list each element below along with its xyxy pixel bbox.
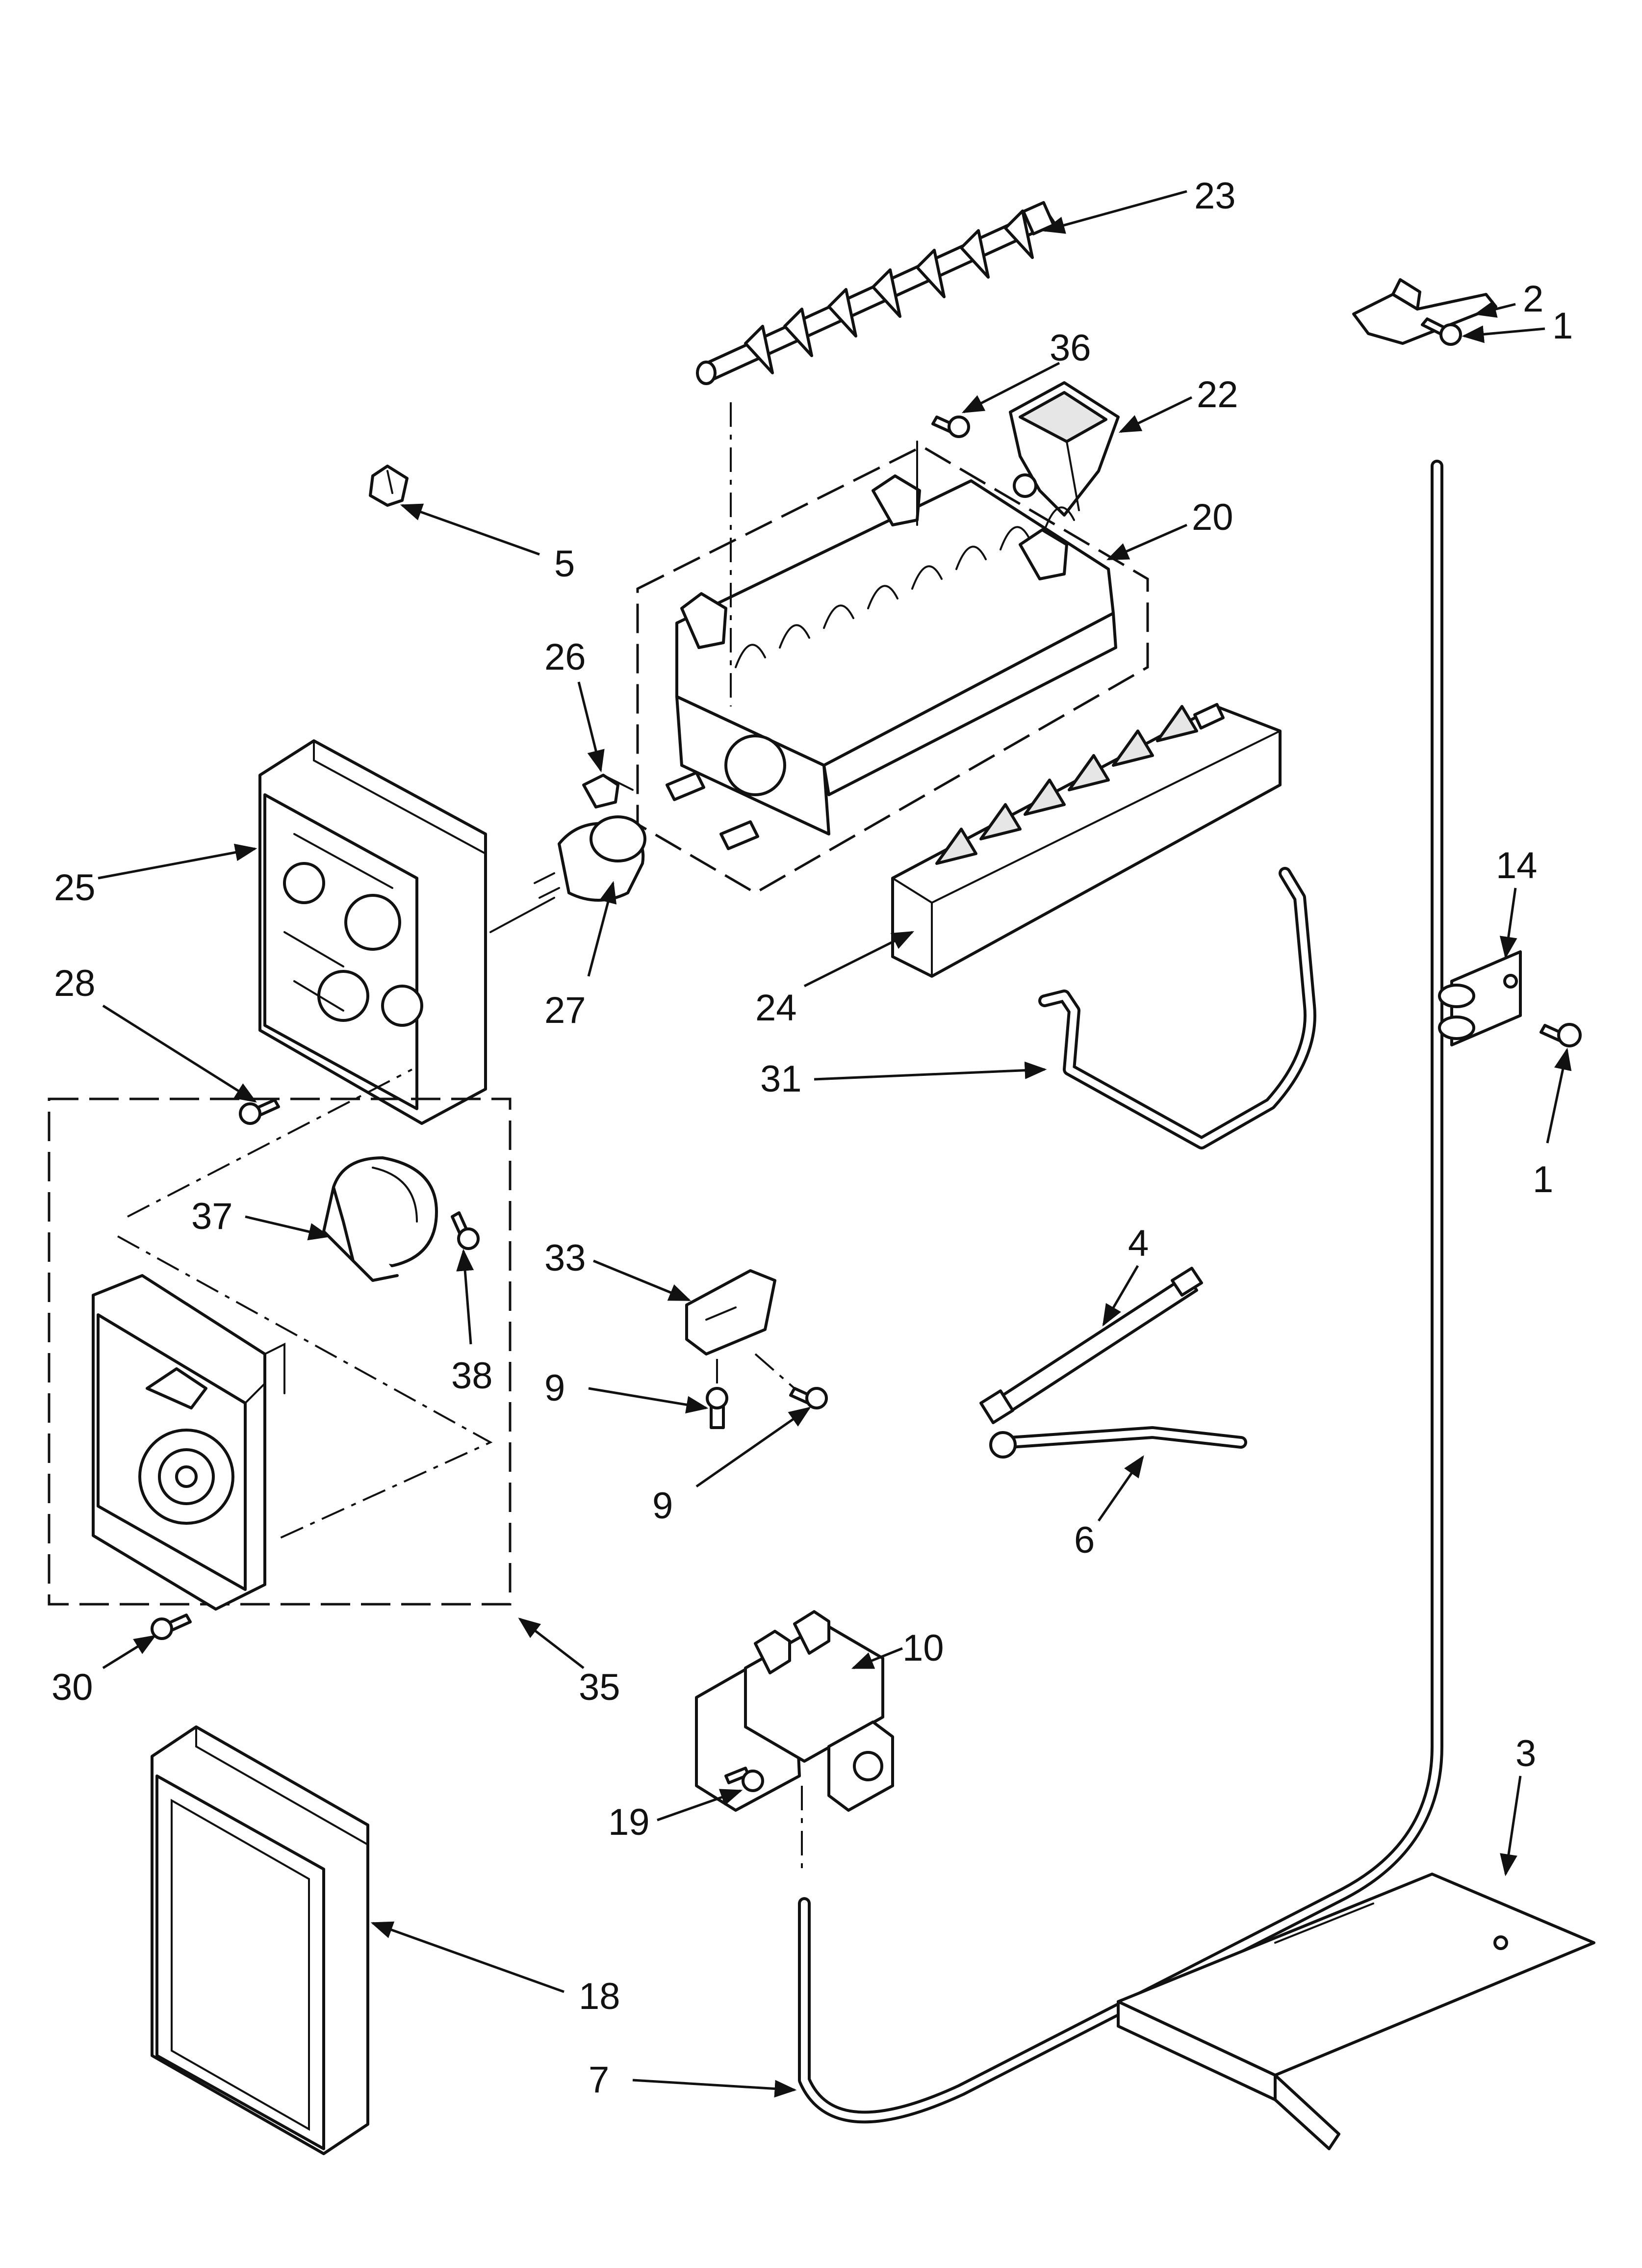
part-26-plug <box>582 774 634 808</box>
part-4-fill-tube <box>979 1267 1203 1424</box>
callout-1-top: 1 <box>1552 305 1573 347</box>
part-9-screw-right <box>789 1387 828 1409</box>
part-9-screw-left <box>706 1387 728 1429</box>
part-2-bracket <box>1352 278 1497 345</box>
callout-3: 3 <box>1515 1733 1536 1774</box>
connector-line <box>489 897 555 933</box>
part-37-motor <box>322 1156 438 1282</box>
part-27-thermostat <box>534 815 646 902</box>
callout-28: 28 <box>54 963 96 1004</box>
part-19-screw <box>724 1767 764 1792</box>
part-20-ice-mold <box>636 445 1149 894</box>
callout-22: 22 <box>1197 374 1238 416</box>
callout-4: 4 <box>1128 1223 1149 1264</box>
callout-20: 20 <box>1192 496 1233 538</box>
part-24-stripper <box>891 703 1282 978</box>
part-35-drive-module <box>48 1069 512 1611</box>
callout-37: 37 <box>191 1196 233 1237</box>
callout-6: 6 <box>1074 1519 1095 1561</box>
part-5-clip <box>369 465 409 507</box>
callout-14: 14 <box>1496 845 1538 886</box>
callout-9-left: 9 <box>544 1367 565 1409</box>
part-14-clamp <box>1438 950 1522 1046</box>
callout-33: 33 <box>544 1237 586 1279</box>
callout-7: 7 <box>589 2059 609 2101</box>
part-25-module-housing <box>258 739 487 1125</box>
leader-lines <box>98 190 1572 2098</box>
callout-1-right: 1 <box>1533 1159 1553 1200</box>
part-10-water-valve <box>695 1610 894 1812</box>
part-3-cover-plate <box>1117 1873 1595 2150</box>
callout-5: 5 <box>554 543 575 585</box>
part-33-bracket <box>685 1269 776 1356</box>
callout-23: 23 <box>1194 175 1236 217</box>
callout-27: 27 <box>544 990 586 1031</box>
part-28-screw <box>239 1098 280 1125</box>
callout-38: 38 <box>451 1355 493 1397</box>
callout-36: 36 <box>1050 327 1091 369</box>
callout-24: 24 <box>755 987 797 1029</box>
bracket-33-lines <box>716 1353 795 1389</box>
part-1-screw-right <box>1539 1023 1582 1047</box>
callout-19: 19 <box>608 1801 650 1843</box>
callout-35: 35 <box>579 1667 620 1708</box>
part-1-screw-top <box>1421 317 1462 346</box>
part-22-fill-cup <box>1009 381 1120 517</box>
part-38-screw <box>451 1211 480 1250</box>
callout-25: 25 <box>54 867 96 909</box>
callout-2: 2 <box>1523 278 1543 320</box>
part-6-heater <box>989 1426 1247 1459</box>
part-31-shutoff-arm <box>1038 867 1316 1149</box>
part-30-screw <box>151 1614 192 1640</box>
callout-10: 10 <box>902 1627 944 1669</box>
callout-labels: 23 2 1 36 22 5 20 26 25 27 24 28 31 14 1… <box>51 175 1573 2101</box>
callout-26: 26 <box>544 636 586 678</box>
part-23-ejector-shaft <box>696 201 1056 385</box>
callout-30: 30 <box>51 1667 93 1708</box>
callout-31: 31 <box>760 1058 802 1100</box>
part-36-screw <box>931 416 970 438</box>
part-18-panel <box>151 1725 369 2155</box>
callout-9-right: 9 <box>652 1485 673 1527</box>
callout-18: 18 <box>579 1976 620 2017</box>
